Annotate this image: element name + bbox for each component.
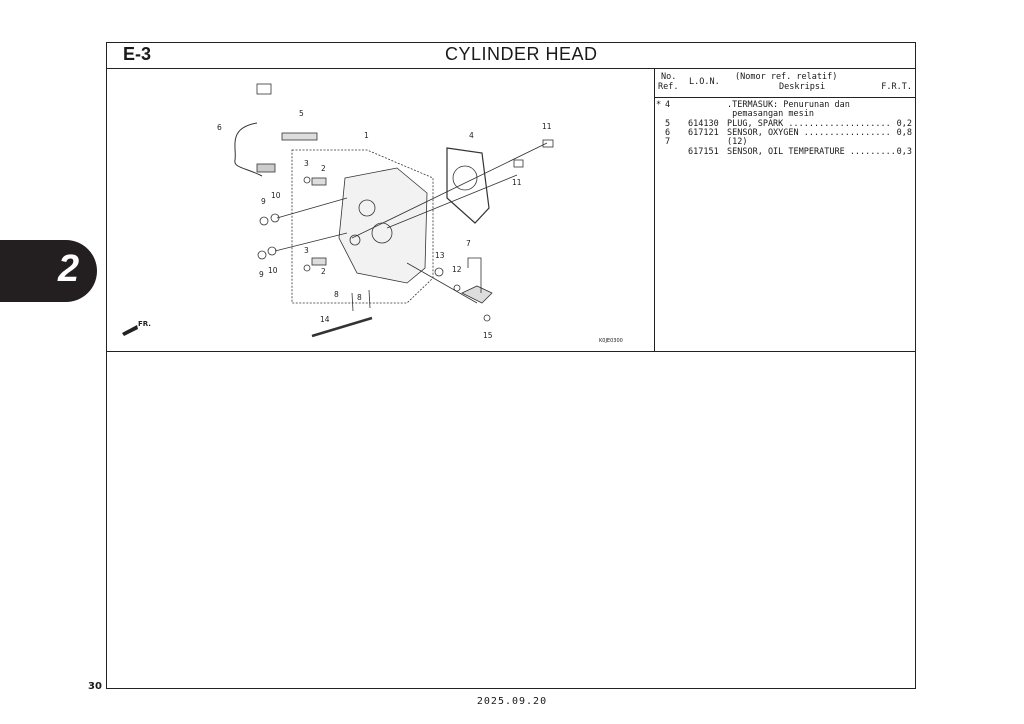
callout-5: 5 <box>299 109 304 118</box>
front-arrow-icon <box>122 325 138 336</box>
figure-code: K0JE0300 <box>599 338 623 344</box>
callout-11: 11 <box>542 122 552 131</box>
parts-row: 6 617121 SENSOR, OXYGEN ................. 0… <box>655 128 915 138</box>
row-lon: 617151 <box>688 147 719 157</box>
row-desc: PLUG, SPARK .................... <box>727 119 891 129</box>
row-desc: SENSOR, OIL TEMPERATURE ......... <box>727 147 896 157</box>
header-frt: F.R.T. <box>881 82 912 92</box>
row-desc: pemasangan mesin <box>727 109 814 119</box>
row-mark: * <box>656 100 662 110</box>
parts-list-header: No. Ref. L.O.N. (Nomor ref. relatif) Des… <box>655 68 915 98</box>
row-desc: SENSOR, OXYGEN ................. <box>727 128 891 138</box>
callout-10: 10 <box>268 266 278 275</box>
parts-row: 5 614130 PLUG, SPARK .................... 0… <box>655 119 915 129</box>
header-no: No. <box>661 72 677 82</box>
row-ref: 7 <box>665 137 671 147</box>
callout-9: 9 <box>261 197 266 206</box>
callout-6: 6 <box>217 123 222 132</box>
callout-1: 1 <box>364 131 369 140</box>
parts-row: pemasangan mesin <box>655 109 915 119</box>
callout-12: 12 <box>452 265 462 274</box>
row-lon: 617121 <box>688 128 719 138</box>
front-label: FR. <box>138 320 151 328</box>
row-desc: (12) <box>727 137 748 147</box>
callout-8: 8 <box>334 290 339 299</box>
callout-3: 3 <box>304 246 309 255</box>
callout-8: 8 <box>357 293 362 302</box>
callout-9: 9 <box>259 270 264 279</box>
parts-row: *4 .TERMASUK: Penurunan dan <box>655 100 915 110</box>
row-ref: 5 <box>665 119 671 129</box>
section-tab-label: 2 <box>58 248 80 290</box>
section-tab: 2 <box>0 240 97 302</box>
header-lon: L.O.N. <box>689 77 720 87</box>
callout-15: 15 <box>483 331 493 340</box>
header-desc: Deskripsi <box>779 82 826 92</box>
page-number: 30 <box>88 681 102 692</box>
callout-2: 2 <box>321 164 326 173</box>
parts-list: No. Ref. L.O.N. (Nomor ref. relatif) Des… <box>655 68 915 352</box>
row-frt: 0,3 <box>896 147 912 157</box>
section-code: E-3 <box>123 44 152 64</box>
callout-11: 11 <box>512 178 522 187</box>
callout-10: 10 <box>271 191 281 200</box>
callout-14: 14 <box>320 315 330 324</box>
page-frame: E-3 CYLINDER HEAD <box>106 42 916 689</box>
row-lon: 614130 <box>688 119 719 129</box>
page-title: CYLINDER HEAD <box>445 44 598 64</box>
header-desc-top: (Nomor ref. relatif) <box>735 72 838 82</box>
row-ref: 6 <box>665 128 671 138</box>
callout-2: 2 <box>321 267 326 276</box>
row-desc: .TERMASUK: Penurunan dan <box>727 100 850 110</box>
row-frt: 0,8 <box>896 128 912 138</box>
parts-row: 617151 SENSOR, OIL TEMPERATURE .........0… <box>655 147 915 157</box>
parts-row: 7 (12) <box>655 137 915 147</box>
callout-4: 4 <box>469 131 474 140</box>
callout-7: 7 <box>466 239 471 248</box>
print-date: 2025.09.20 <box>476 696 548 707</box>
exploded-diagram: 1 2 2 3 3 4 5 6 7 8 8 9 9 10 10 11 11 12… <box>107 68 655 352</box>
callout-13: 13 <box>435 251 445 260</box>
header-ref: Ref. <box>658 82 679 92</box>
callout-3: 3 <box>304 159 309 168</box>
row-frt: 0,2 <box>896 119 912 129</box>
page-header: E-3 CYLINDER HEAD <box>107 43 915 69</box>
row-ref: 4 <box>665 100 671 110</box>
diagram-drawing: 1 2 2 3 3 4 5 6 7 8 8 9 9 10 10 11 11 12… <box>122 83 623 344</box>
